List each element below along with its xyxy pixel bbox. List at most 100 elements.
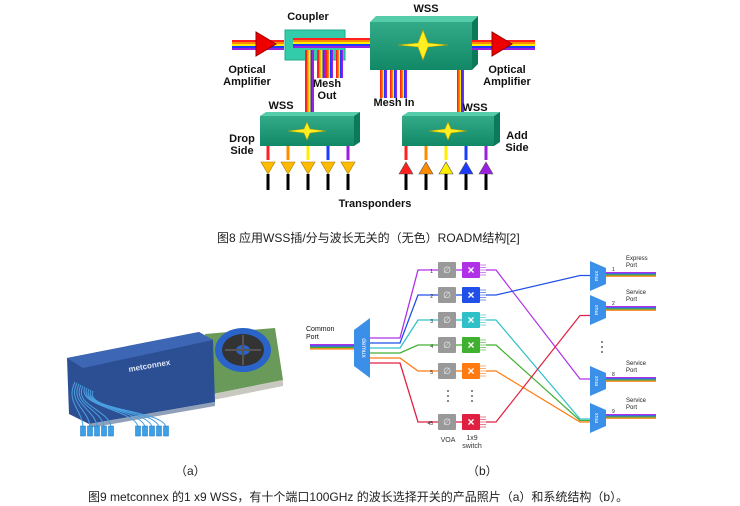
label-drop-side: Drop Side (229, 133, 255, 157)
voa-label: VOA (441, 437, 456, 444)
mux-label: mux (594, 271, 600, 282)
transponder-lead (444, 174, 448, 190)
channel-line (370, 357, 440, 372)
wss-drop (260, 112, 360, 146)
fiber (71, 381, 84, 429)
port-label: Express (626, 256, 648, 262)
lc-connector (149, 425, 155, 437)
transponder-lead (464, 174, 468, 190)
drop-fiber (346, 146, 350, 160)
switch-block (462, 287, 480, 303)
ellipsis-dots (447, 341, 603, 402)
port-fiber (606, 307, 656, 309)
lc-connector (87, 425, 93, 437)
transponder-lead (484, 174, 488, 190)
mux-block (590, 295, 606, 325)
fiber (87, 388, 153, 429)
port-fiber (606, 273, 656, 275)
channel-line (370, 319, 440, 349)
lc-connector (156, 425, 162, 437)
port-fiber (606, 416, 656, 418)
common-port-bundle (310, 344, 354, 350)
lc-connector (94, 425, 100, 437)
figure-9a-photo: metconnex (65, 310, 295, 450)
voa-block (438, 337, 456, 353)
port-fiber (606, 275, 656, 277)
lc-connector (142, 425, 148, 437)
label-wss-add: WSS (462, 102, 488, 114)
figure-8: Coupler WSS Optical Amplifier Optical Am… (210, 0, 550, 215)
port-fiber (606, 417, 656, 419)
transponder-lead (346, 174, 350, 190)
fiber (76, 383, 98, 429)
switch-x-icon: × (467, 415, 474, 429)
route-line (486, 269, 590, 380)
add-fiber (484, 146, 488, 160)
attenuator-icon: ∅ (443, 315, 451, 325)
mesh-out-fibers (305, 50, 343, 120)
port-label: Service (626, 361, 647, 367)
fiber (74, 382, 91, 429)
label-mesh-in: Mesh In (373, 97, 415, 109)
common-port-label: Common Port (306, 326, 335, 341)
voa-block (438, 414, 456, 430)
receiver-triangle (340, 161, 356, 175)
transmitter-triangle (418, 161, 434, 175)
mesh-in-fibers (380, 70, 464, 115)
transmitter-triangle (478, 161, 494, 175)
mux-block (590, 403, 606, 433)
switch-block (462, 262, 480, 278)
route-line (486, 314, 590, 423)
port-number: 8 (612, 372, 615, 378)
transponder-lead (286, 174, 290, 190)
svg-text:demux: demux (360, 338, 367, 358)
lc-connector (80, 425, 86, 437)
label-wss-drop: WSS (268, 100, 294, 112)
drop-fiber (286, 146, 290, 160)
receiver-triangle (320, 161, 336, 175)
label-coupler: Coupler (287, 11, 329, 23)
add-fiber (464, 146, 468, 160)
drop-fiber (306, 146, 310, 160)
channel-line (370, 362, 440, 423)
port-label: Service (626, 398, 647, 404)
channel-number: 45 (427, 421, 433, 427)
port-label: Port (626, 297, 637, 303)
port-fiber (606, 414, 656, 416)
label-amp-left: Optical Amplifier (223, 64, 271, 88)
label-transponders: Transponders (338, 198, 412, 210)
channel-line (370, 269, 440, 339)
channel-number: 5 (430, 370, 433, 376)
port-fiber (606, 274, 656, 276)
wss-add (402, 112, 500, 146)
figure-9b-sublabel: （b） (467, 464, 498, 478)
demux-block (354, 318, 370, 378)
switch-block (462, 414, 480, 430)
port-fiber (606, 415, 656, 417)
optical-amplifier-left (255, 31, 277, 57)
label-amp-right: Optical Amplifier (483, 64, 531, 88)
transponder-lead (306, 174, 310, 190)
attenuator-icon: ∅ (443, 366, 451, 376)
lc-connector (135, 425, 141, 437)
label-mesh-out: Mesh Out (312, 78, 342, 102)
route-line (486, 344, 590, 422)
figure-9a-sublabel: （a） (175, 464, 206, 478)
label-wss-top: WSS (413, 3, 439, 15)
switch-x-icon: × (467, 288, 474, 302)
switch-x-icon: × (467, 313, 474, 327)
mux-label: mux (594, 376, 600, 387)
add-fiber (404, 146, 408, 160)
voa-block (438, 287, 456, 303)
transmitter-triangle (398, 161, 414, 175)
transponder-lead (404, 174, 408, 190)
attenuator-icon: ∅ (443, 340, 451, 350)
add-fiber (424, 146, 428, 160)
attenuator-icon: ∅ (443, 290, 451, 300)
mux-label: mux (594, 413, 600, 424)
port-fiber (606, 380, 656, 382)
transponder-lead (326, 174, 330, 190)
roadm-diagram (232, 16, 535, 190)
route-line (486, 274, 590, 296)
switch-x-icon: × (467, 364, 474, 378)
